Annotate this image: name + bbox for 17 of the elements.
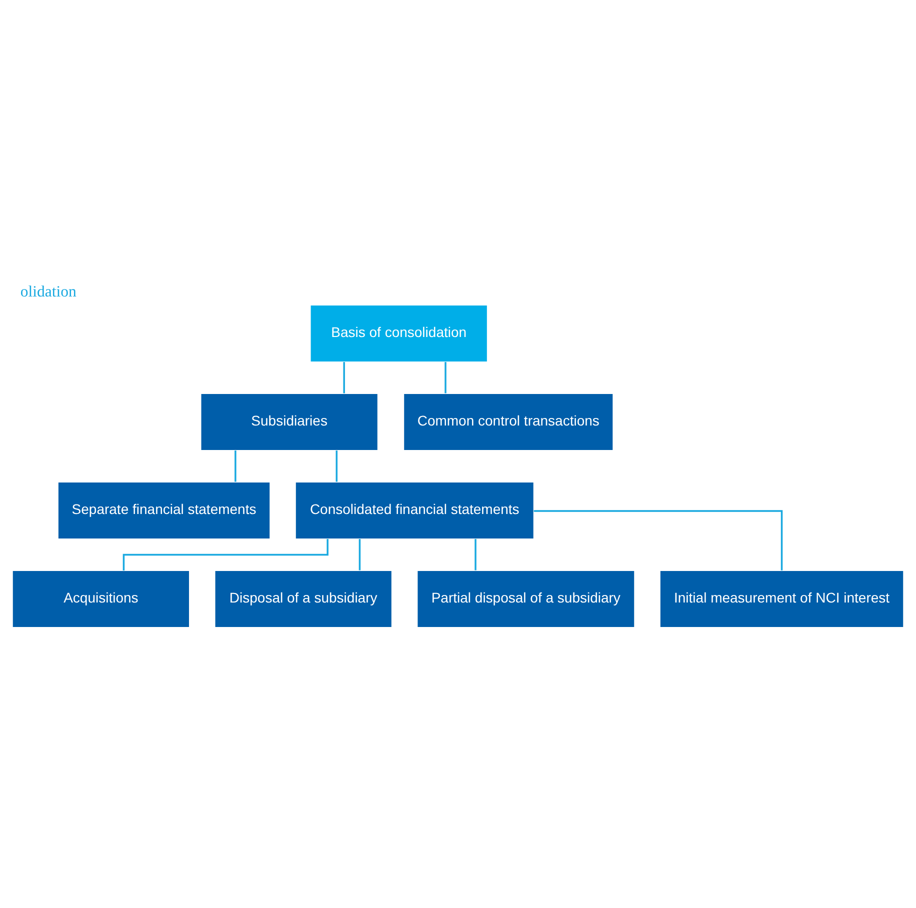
connector	[343, 362, 345, 394]
node-box: Basis of consolidation	[310, 304, 488, 362]
connector	[474, 539, 476, 570]
diagram-title: olidation	[20, 284, 76, 301]
node-box: Separate financial statements	[58, 482, 270, 540]
node-box: Consolidated financial statements	[295, 482, 534, 540]
node-box: Disposal of a subsidiary	[214, 570, 392, 628]
node-box: Common control transactions	[403, 393, 614, 451]
connector	[444, 362, 446, 394]
connector	[534, 510, 783, 570]
node-box: Subsidiaries	[200, 393, 378, 451]
connector	[336, 450, 338, 482]
node-box: Acquisitions	[12, 570, 190, 628]
node-box: Initial measurement of NCI interest	[660, 570, 904, 628]
connector	[358, 539, 361, 570]
node-box: Partial disposal of a subsidiary	[416, 570, 635, 628]
connector	[234, 450, 236, 482]
